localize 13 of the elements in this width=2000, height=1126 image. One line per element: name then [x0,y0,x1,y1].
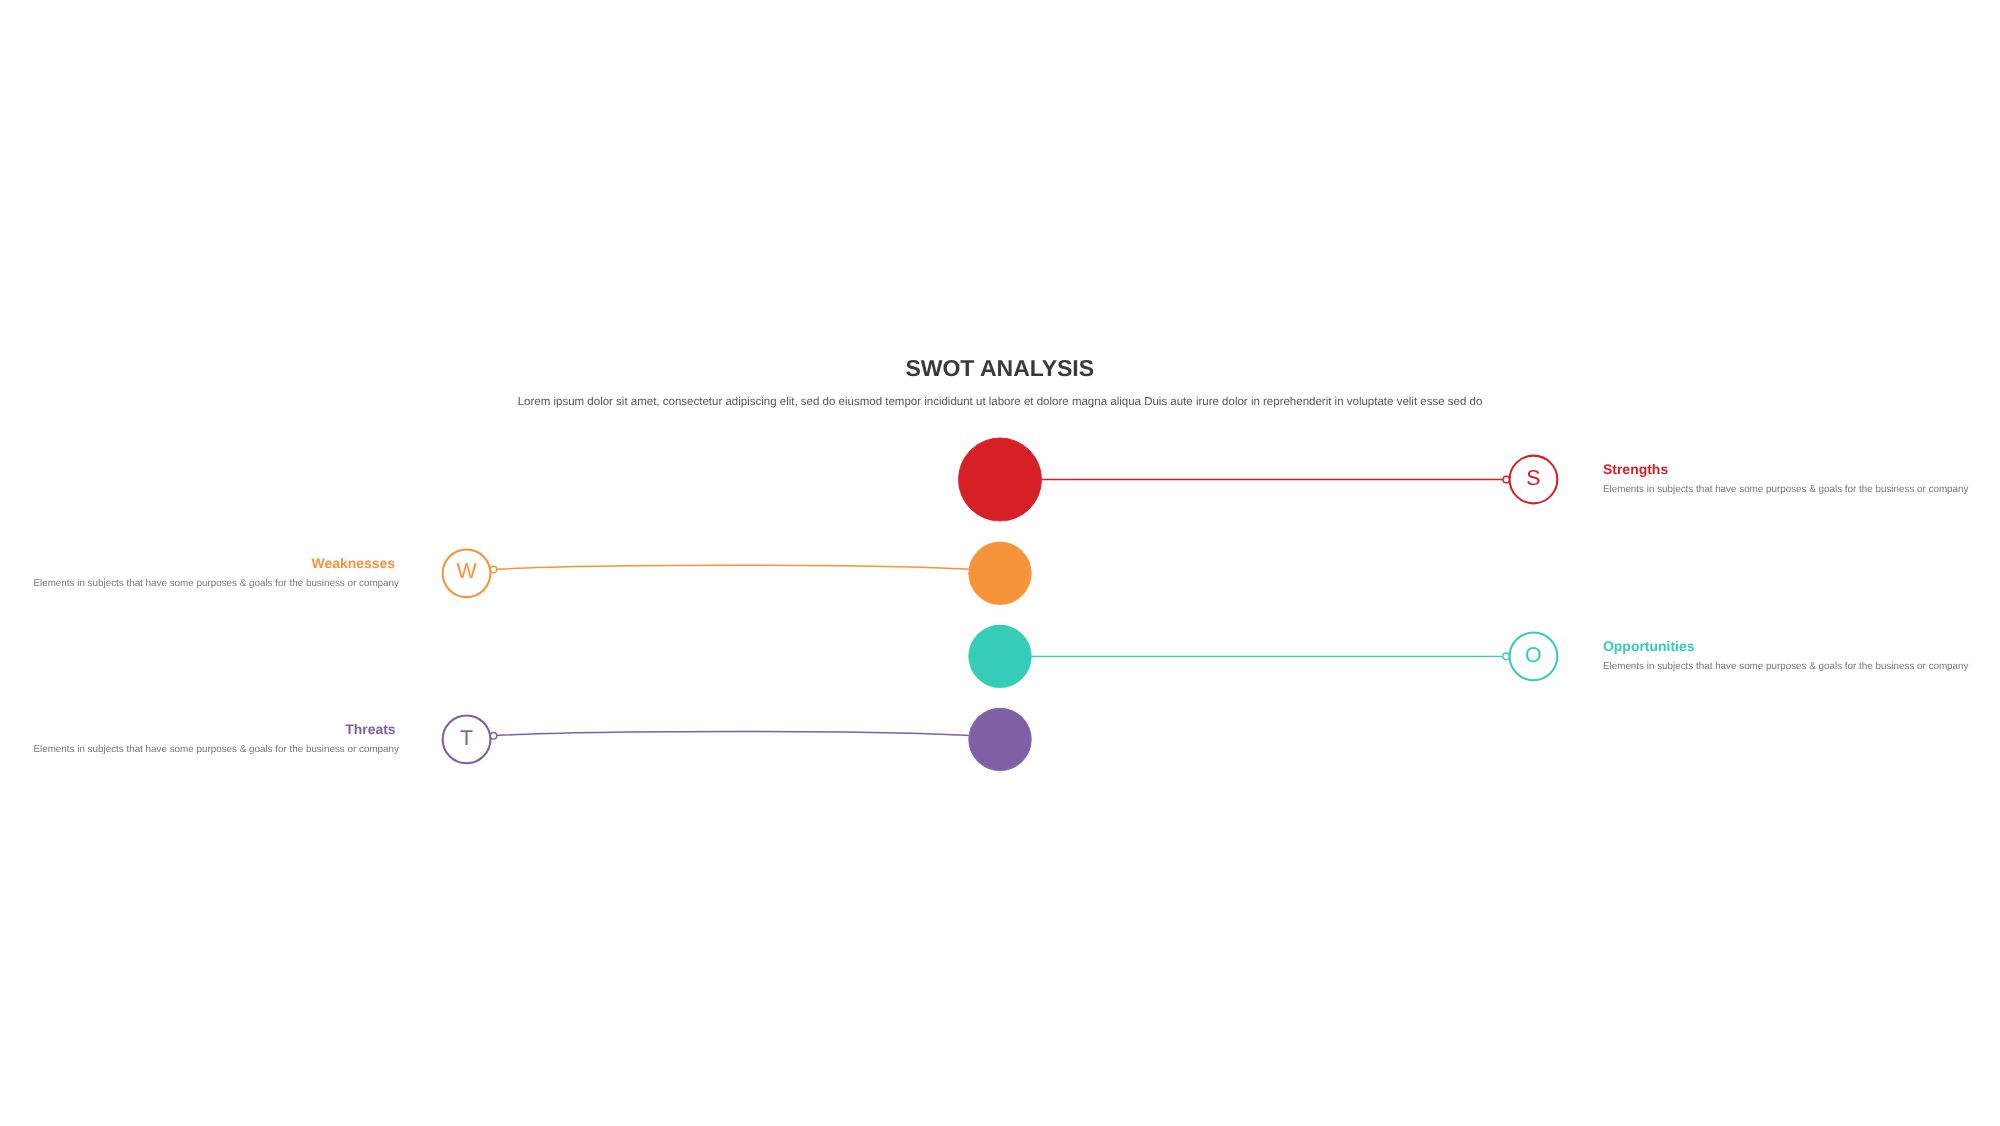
connector [1040,475,1511,484]
node-circle [968,541,1032,605]
connector [489,730,970,740]
node-circle [958,437,1042,522]
node-circle: O [1508,631,1559,682]
node-circle: T [441,714,492,765]
diagram-title: SWOT ANALYSIS [905,358,1095,383]
node-circle [968,624,1032,689]
connector [1030,652,1511,661]
node-circle: W [441,548,492,599]
connector [489,564,970,574]
node-circle [968,707,1032,772]
node-circle: S [1508,454,1559,505]
